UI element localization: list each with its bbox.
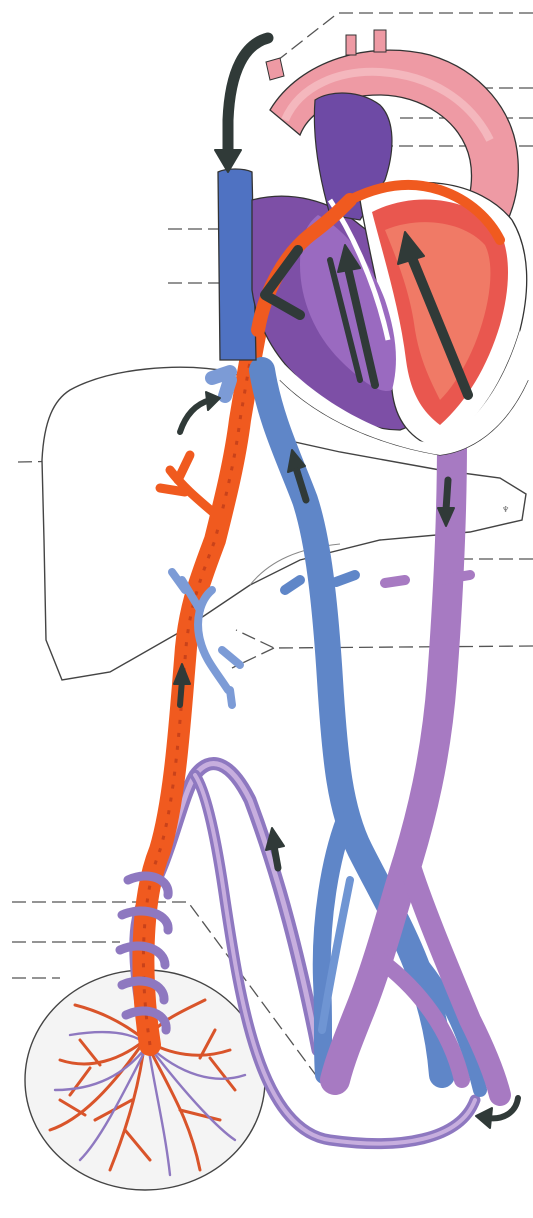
- liver-mark: ♆: [502, 505, 509, 514]
- great-vessel-stub: [346, 35, 356, 55]
- great-vessel-stub: [266, 58, 284, 80]
- great-vessel-stub: [374, 30, 386, 52]
- leader-line: [236, 630, 533, 648]
- superior-vena-cava: [218, 169, 256, 360]
- curved-flow-arrow-icon: [215, 38, 268, 172]
